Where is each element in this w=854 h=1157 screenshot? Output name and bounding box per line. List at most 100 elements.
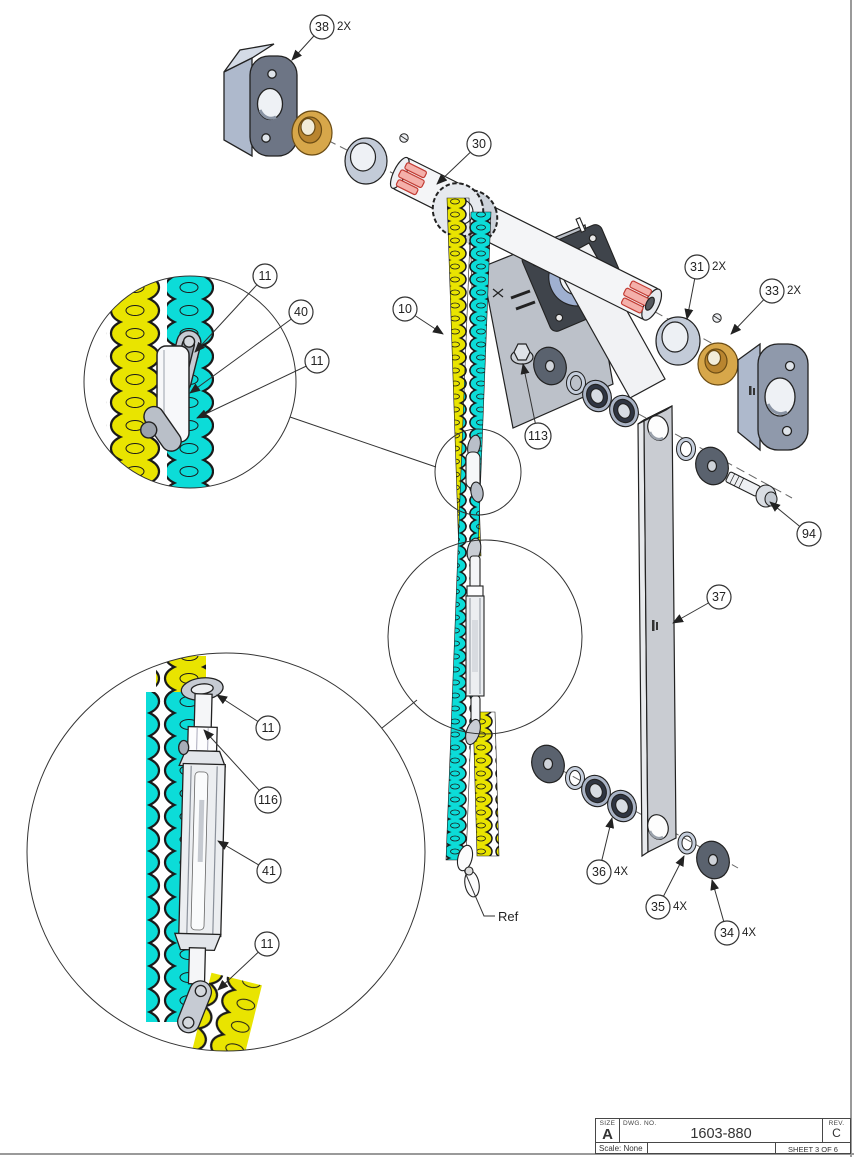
- svg-text:31: 31: [690, 260, 704, 274]
- nut-113: [513, 343, 531, 361]
- part-marking: [652, 620, 658, 631]
- ref-label: Ref: [498, 909, 519, 924]
- svg-text:2X: 2X: [337, 21, 351, 33]
- bolt-94: [725, 471, 778, 508]
- highlight-circle-large: [387, 539, 583, 735]
- balloon-94: 94: [769, 501, 822, 547]
- balloon-11-d: 11: [217, 931, 280, 991]
- balloon-41: 41: [217, 840, 282, 884]
- balloon-35: 35 4X: [645, 855, 687, 920]
- balloon-11-c: 11: [216, 694, 281, 741]
- balloon-36: 36 4X: [586, 817, 628, 885]
- plate-stud: [492, 288, 504, 298]
- flat-washer: [531, 744, 565, 784]
- detail-leader-lower: [381, 699, 418, 729]
- size-value: A: [602, 1126, 613, 1143]
- chain-yellow-detail: [106, 276, 162, 488]
- brass-bushing-right: [697, 342, 739, 386]
- svg-text:40: 40: [294, 305, 308, 319]
- rev-value: C: [832, 1126, 841, 1140]
- svg-text:4X: 4X: [673, 901, 687, 913]
- empty-cell: [648, 1143, 776, 1153]
- svg-text:33: 33: [765, 284, 779, 298]
- balloon-30: 30: [436, 131, 492, 185]
- svg-text:2X: 2X: [712, 261, 726, 273]
- svg-text:2X: 2X: [787, 285, 801, 297]
- detail-leader-upper: [289, 416, 437, 468]
- svg-text:36: 36: [592, 865, 606, 879]
- page-border-right: [850, 0, 852, 1157]
- balloon-10: 10: [392, 296, 444, 335]
- ref-callout: Ref: [463, 869, 519, 924]
- flat-washer: [695, 446, 729, 486]
- title-block-row2: Scale: None SHEET 3 OF 6: [596, 1143, 850, 1154]
- title-block: SIZE A DWG. NO. 1603-880 REV. C Scale: N…: [595, 1118, 851, 1154]
- detail-circle-upper: [83, 275, 297, 489]
- svg-text:11: 11: [311, 354, 324, 368]
- title-block-row1: SIZE A DWG. NO. 1603-880 REV. C: [596, 1119, 850, 1143]
- svg-text:30: 30: [472, 137, 486, 151]
- page-border-bottom: [0, 1153, 854, 1155]
- bearing-block-38: [223, 43, 298, 158]
- detail-view-upper: [83, 275, 297, 489]
- detail-circle-lower: [26, 652, 426, 1052]
- balloon-113: 113: [520, 363, 552, 450]
- scale-cell: Scale: None: [596, 1143, 648, 1153]
- dwg-no-cell: DWG. NO. 1603-880: [620, 1119, 823, 1142]
- balloon-40: 40: [189, 299, 314, 394]
- svg-text:35: 35: [651, 900, 665, 914]
- size-label: SIZE: [599, 1120, 616, 1127]
- balloon-33: 33 2X: [730, 278, 801, 335]
- balloon-37: 37: [672, 584, 732, 624]
- rev-label: REV.: [828, 1120, 845, 1127]
- link-bar-37: [637, 405, 677, 858]
- hardware-upper-run: [566, 371, 639, 428]
- dwg-no-value: 1603-880: [690, 1126, 752, 1142]
- svg-text:4X: 4X: [614, 866, 628, 878]
- stud-pin: [575, 217, 586, 233]
- brass-bushing-upper: [291, 110, 333, 156]
- svg-text:11: 11: [259, 269, 272, 283]
- rev-cell: REV. C: [823, 1119, 850, 1142]
- svg-text:34: 34: [720, 926, 734, 940]
- turnbuckle-main: [465, 537, 485, 746]
- master-link-ref: [456, 844, 480, 898]
- dwg-no-label: DWG. NO.: [623, 1120, 657, 1127]
- svg-text:38: 38: [315, 20, 329, 34]
- master-link-11-lower: [177, 980, 213, 1034]
- lower-stud: [187, 947, 207, 985]
- set-screw-upper: [399, 133, 409, 143]
- svg-text:94: 94: [802, 527, 816, 541]
- svg-text:4X: 4X: [742, 927, 756, 939]
- balloon-11-b: 11: [196, 348, 330, 419]
- balloon-31: 31 2X: [684, 254, 726, 320]
- shaft-rear-section: [463, 199, 663, 321]
- svg-text:11: 11: [262, 721, 275, 735]
- collar-upper: [344, 137, 388, 185]
- bearing: [582, 379, 612, 413]
- master-link-11-bottom: [140, 405, 182, 452]
- bearing-36: [581, 774, 611, 808]
- svg-text:113: 113: [528, 429, 548, 443]
- svg-text:41: 41: [262, 864, 276, 878]
- set-screw-right: [712, 313, 722, 323]
- balloon-11-a: 11: [194, 263, 278, 353]
- balloon-34: 34 4X: [710, 879, 756, 946]
- svg-text:37: 37: [712, 590, 726, 604]
- svg-text:116: 116: [258, 793, 278, 807]
- detail-view-lower: [26, 652, 426, 1052]
- turnbuckle-41-detail: [173, 677, 227, 1034]
- bearing-36: [607, 789, 637, 823]
- part-marking: [749, 386, 755, 395]
- balloon-116: 116: [203, 729, 282, 814]
- collar-right: [655, 316, 701, 366]
- highlight-circle-small: [434, 428, 522, 516]
- balloon-38: 38 2X: [291, 14, 351, 61]
- size-cell: SIZE A: [596, 1119, 620, 1142]
- svg-text:10: 10: [398, 302, 412, 316]
- bearing: [609, 394, 639, 428]
- upper-stud: [193, 693, 213, 731]
- svg-text:11: 11: [261, 937, 274, 951]
